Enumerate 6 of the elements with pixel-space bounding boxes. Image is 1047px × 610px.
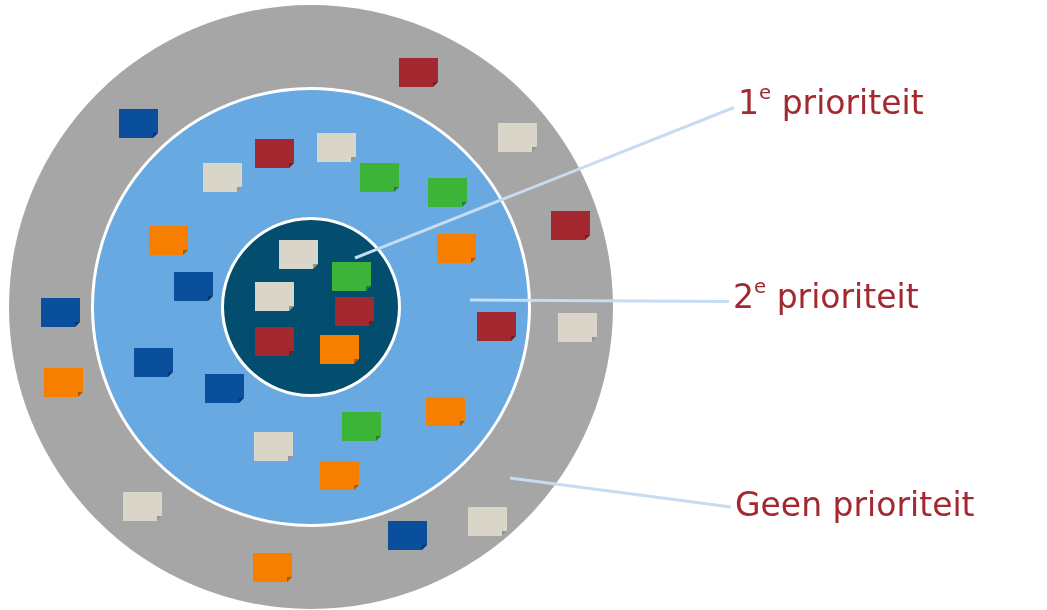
leader-line [354,106,735,260]
priority-label: Geen prioriteit [735,485,975,525]
leader-line [470,298,729,303]
leader-line [509,476,732,509]
priority-label: 2$^{e}$ prioriteit [733,277,919,318]
priority-label: 1$^{e}$ prioriteit [738,83,924,124]
